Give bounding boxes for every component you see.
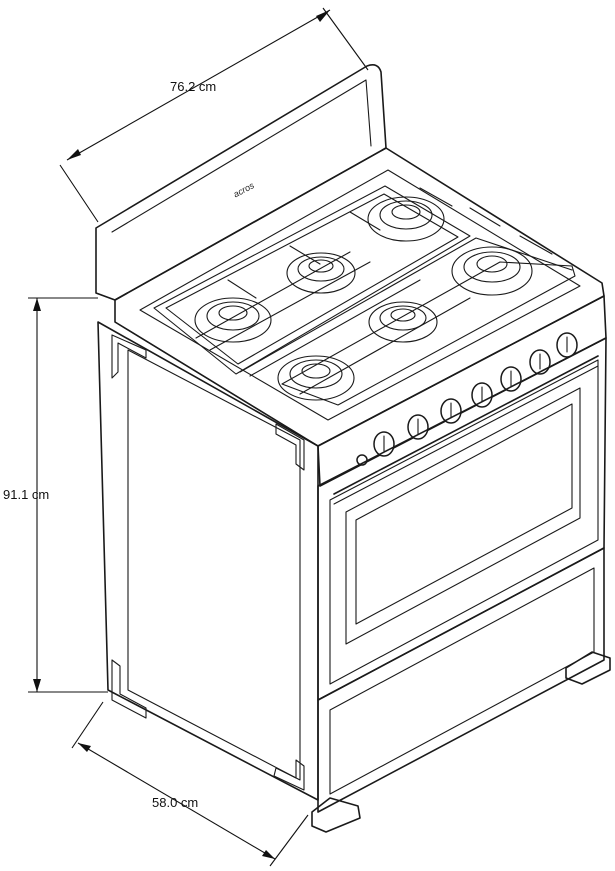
width-label: 76.2 cm: [170, 79, 216, 94]
corner-bracket-bottom-right: [273, 759, 305, 791]
knob-3[interactable]: [440, 398, 462, 424]
depth-label: 58.0 cm: [152, 795, 198, 810]
width-dimension: 76.2 cm: [59, 7, 369, 223]
grates: [153, 185, 576, 406]
depth-arrow-left: [78, 743, 91, 752]
depth-arrow-right: [262, 850, 275, 859]
knob-2[interactable]: [407, 414, 429, 440]
burner-front-left: [194, 297, 272, 343]
burner-right: [451, 246, 533, 296]
height-arrow-bottom: [33, 679, 41, 692]
width-extension-right: [322, 7, 369, 71]
left-grate: [153, 185, 471, 375]
depth-extension-right: [269, 814, 309, 867]
corner-bracket-top-left: [111, 334, 147, 379]
burner-mid-left: [286, 252, 356, 294]
height-label: 91.1 cm: [3, 487, 49, 502]
oven-handle[interactable]: [333, 355, 599, 495]
depth-extension-left: [71, 701, 104, 749]
burner-front-center: [277, 355, 355, 401]
knob-7[interactable]: [556, 332, 578, 358]
corner-bracket-bottom-left: [111, 659, 147, 719]
depth-dimension-line: [77, 742, 276, 860]
width-arrow-right: [316, 10, 330, 22]
height-arrow-top: [33, 298, 41, 311]
width-arrow-left: [67, 149, 81, 160]
side-panel: [97, 321, 319, 801]
knobs: [356, 332, 578, 466]
oven-door[interactable]: [317, 337, 607, 701]
depth-dimension: 58.0 cm: [71, 701, 309, 867]
burner-back: [367, 196, 445, 242]
right-grate: [281, 261, 576, 406]
knob-6[interactable]: [529, 349, 551, 375]
storage-drawer[interactable]: [317, 547, 605, 813]
oven-window: [345, 387, 581, 645]
brand-logo: acros: [232, 180, 257, 199]
feet: [311, 651, 611, 833]
foot-front-left: [311, 797, 361, 833]
burners: [194, 196, 533, 401]
width-extension-left: [59, 164, 99, 223]
foot-front-right: [565, 651, 611, 685]
width-dimension-line: [66, 9, 331, 161]
knob-4[interactable]: [471, 382, 493, 408]
corner-bracket-top-right: [275, 423, 305, 471]
height-dimension: 91.1 cm: [3, 297, 108, 693]
burner-mid-center: [368, 301, 438, 343]
